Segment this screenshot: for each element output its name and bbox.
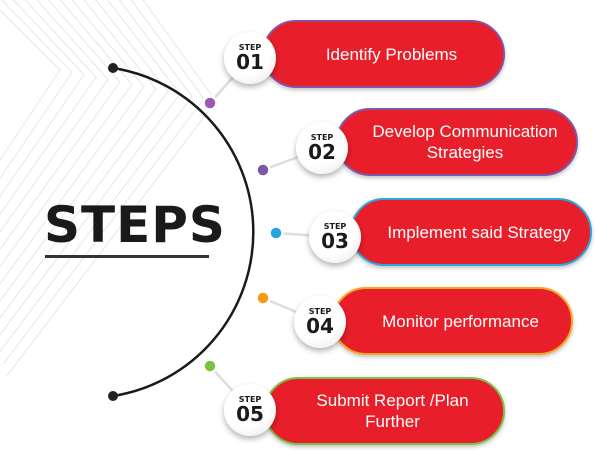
timeline-arc: [112, 66, 255, 398]
background-line: [0, 0, 145, 285]
background-line: [0, 0, 157, 302]
step-label: STEP: [238, 395, 262, 404]
background-line: [6, 0, 217, 377]
arc-end-dot: [108, 391, 118, 401]
step-dot: [255, 162, 271, 178]
step-dot: [202, 358, 218, 374]
step-pill: Develop Communication Strategies: [336, 108, 578, 176]
background-line: [2, 0, 205, 365]
step-dot: [202, 95, 218, 111]
step-text: Monitor performance: [382, 311, 539, 331]
page-title: STEPS: [44, 196, 226, 254]
step-label: STEP: [323, 222, 347, 231]
step-number: 01: [236, 50, 264, 74]
step-pill: Submit Report /Plan Further: [264, 377, 505, 445]
background-line: [0, 0, 193, 353]
step-text: Submit Report /Plan Further: [316, 391, 469, 431]
step-number: 05: [236, 402, 264, 426]
step-text: Develop Communication Strategies: [372, 122, 558, 162]
background-line: [0, 9, 61, 161]
background-line: [0, 0, 133, 268]
background-line: [0, 0, 169, 319]
background-line: [0, 0, 85, 198]
background-line: [0, 0, 73, 180]
step-text: Identify Problems: [325, 44, 458, 64]
background-line: [0, 0, 109, 233]
step-dot: [268, 225, 284, 241]
step-pill: Monitor performance: [332, 287, 573, 355]
step-label: STEP: [238, 43, 262, 52]
background-line: [0, 0, 181, 336]
step-number: 03: [321, 229, 349, 253]
step-number: 02: [308, 140, 336, 164]
step-text: Implement said Strategy: [387, 222, 571, 242]
step-pill: Implement said Strategy: [350, 198, 592, 266]
step-number: 04: [306, 314, 334, 338]
step-label: STEP: [310, 133, 334, 142]
background-line: [0, 0, 97, 216]
background-line: [0, 0, 121, 251]
title-underline: [45, 255, 209, 258]
step-dot: [255, 290, 271, 306]
step-pill: Identify Problems: [262, 20, 505, 88]
step-label: STEP: [308, 307, 332, 316]
arc-start-dot: [108, 63, 118, 73]
